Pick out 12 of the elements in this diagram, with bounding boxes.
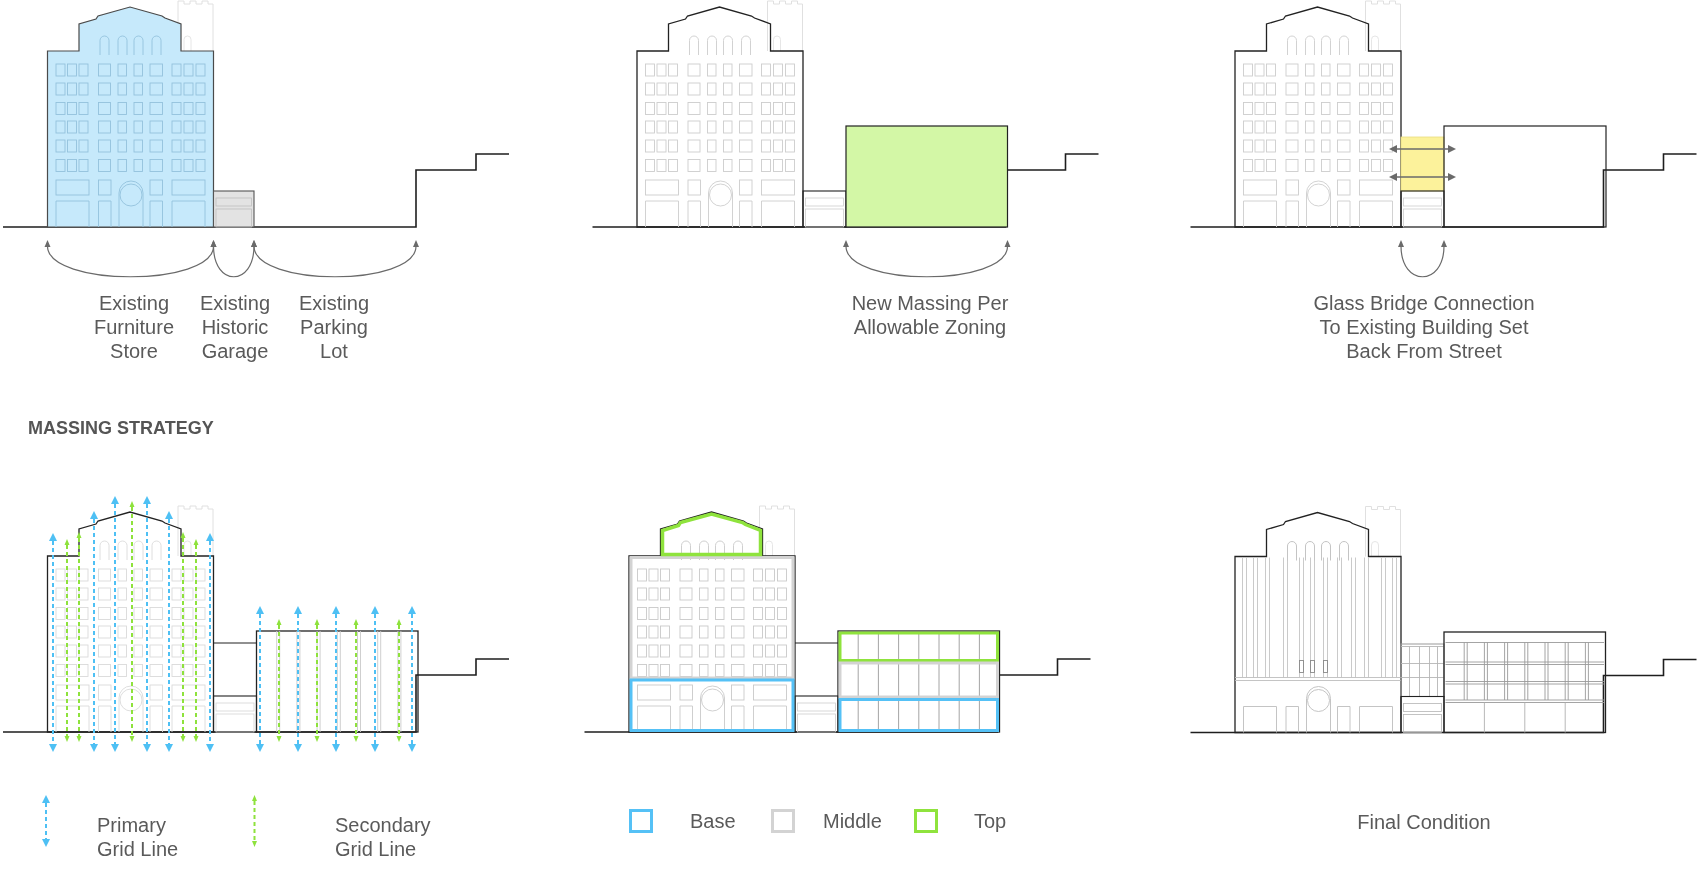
- legend-label: Primary Grid Line: [97, 813, 180, 861]
- caption-text: Existing Parking Lot: [298, 291, 370, 363]
- caption-text: Existing Furniture Store: [93, 291, 175, 363]
- caption-text: New Massing Per Allowable Zoning: [850, 291, 1010, 339]
- caption-text: Existing Historic Garage: [199, 291, 271, 363]
- legend-label: Top: [974, 809, 1007, 833]
- caption-text: Glass Bridge Connection To Existing Building Set Back From Street: [1312, 291, 1536, 363]
- legend-label: Middle: [823, 809, 882, 833]
- legend-label: Secondary Grid Line: [335, 813, 432, 861]
- caption-text: Final Condition: [1356, 810, 1492, 834]
- section-heading: MASSING STRATEGY: [28, 417, 214, 439]
- legend-label: Base: [690, 809, 736, 833]
